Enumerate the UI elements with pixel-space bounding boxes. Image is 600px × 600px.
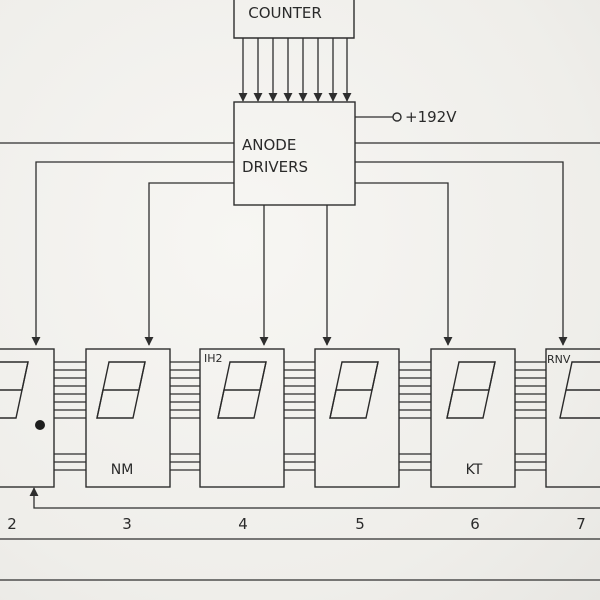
display-6: KT xyxy=(430,348,516,488)
anode-label: ANODE xyxy=(242,136,296,154)
seven-segment-icon xyxy=(0,361,29,419)
seven-segment-icon xyxy=(217,361,267,419)
terminal-circle-icon xyxy=(392,112,402,122)
display-5 xyxy=(314,348,400,488)
display-4: IH2 xyxy=(199,348,285,488)
display-4-label: IH2 xyxy=(204,352,223,365)
display-3-label: NM xyxy=(111,462,134,478)
anode-feed-lines xyxy=(0,142,600,346)
drivers-label: DRIVERS xyxy=(242,158,308,176)
display-number: 4 xyxy=(238,515,248,533)
display-number: 2 xyxy=(7,515,17,533)
segment-connectors xyxy=(54,361,546,471)
counter-label: COUNTER xyxy=(248,4,322,22)
display-number: 5 xyxy=(355,515,365,533)
seven-segment-icon xyxy=(446,361,496,419)
display-numbers: 2 3 4 5 6 7 xyxy=(7,515,586,533)
display-number: 3 xyxy=(122,515,132,533)
display-6-label: KT xyxy=(466,462,483,478)
supply-terminal: +192V xyxy=(355,108,457,126)
seven-segment-icon xyxy=(96,361,146,419)
anode-drivers-block: ANODE DRIVERS xyxy=(233,101,356,206)
bottom-rails xyxy=(0,538,600,581)
display-number: 6 xyxy=(470,515,480,533)
counter-block: COUNTER xyxy=(233,0,355,39)
decimal-point-icon xyxy=(35,420,45,430)
display-3: NM xyxy=(85,348,171,488)
supply-voltage-label: +192V xyxy=(405,108,457,126)
display-number: 7 xyxy=(576,515,586,533)
display-2 xyxy=(0,348,55,488)
counter-bus xyxy=(238,38,352,102)
feedback-line xyxy=(29,487,600,509)
display-7: RNV xyxy=(545,348,600,488)
display-7-label: RNV xyxy=(547,353,571,366)
seven-segment-icon xyxy=(559,361,600,419)
seven-segment-icon xyxy=(329,361,379,419)
